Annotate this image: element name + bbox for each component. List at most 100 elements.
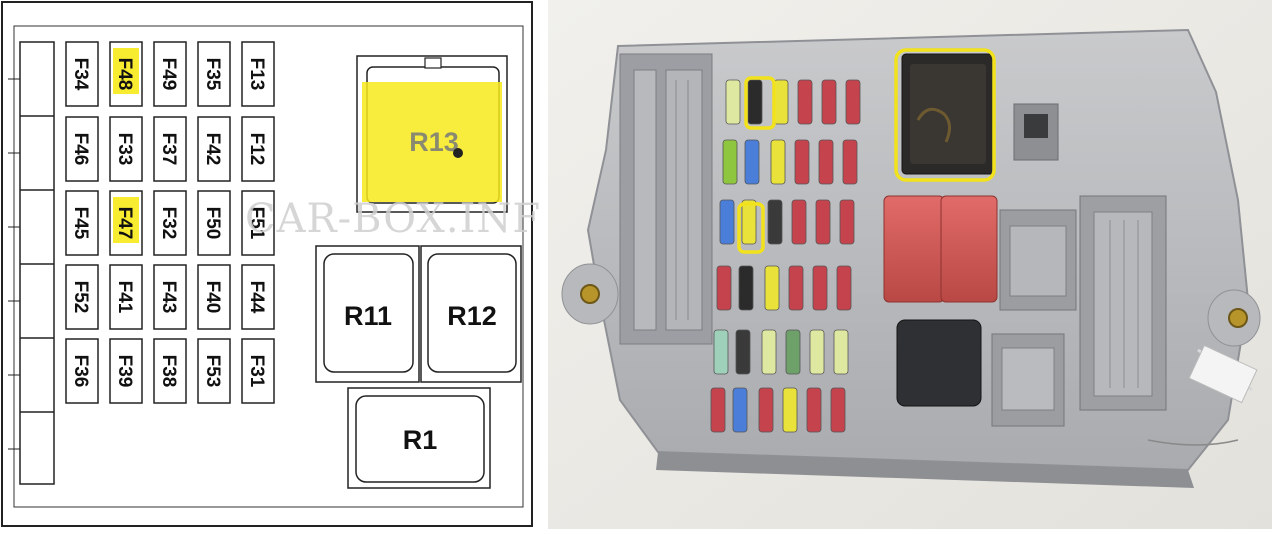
photo-fuse <box>713 329 729 375</box>
fuse-label: F13 <box>246 58 267 91</box>
black-relay-small <box>896 319 982 407</box>
fuse-label: F42 <box>202 133 223 166</box>
label-tag-wire <box>1147 344 1258 446</box>
left-connector-block <box>619 53 713 345</box>
photo-fuse <box>791 199 807 245</box>
fuse-f33: F33 <box>109 116 143 182</box>
photo-fuse <box>770 139 786 185</box>
fuse-label: F49 <box>158 58 179 91</box>
photo-fuse <box>722 139 738 185</box>
fuse-f44: F44 <box>241 264 275 330</box>
fuse-f53: F53 <box>197 338 231 404</box>
fuse-f39: F39 <box>109 338 143 404</box>
photo-fuse <box>710 387 726 433</box>
fuse-label: F33 <box>114 133 135 166</box>
fuse-label: F31 <box>246 355 267 388</box>
photo-fuse <box>830 387 846 433</box>
photo-fuse <box>741 199 757 245</box>
fuse-label: F32 <box>158 207 179 240</box>
fuse-f47: F47 <box>109 190 143 256</box>
fuse-label: F39 <box>114 355 135 388</box>
fuse-f34: F34 <box>65 41 99 107</box>
fuse-label: F48 <box>114 58 135 91</box>
photo-fuse <box>758 387 774 433</box>
relay-label-r1: R1 <box>403 425 438 455</box>
photo-fuse <box>719 199 735 245</box>
fuse-label: F34 <box>70 58 91 91</box>
photo-fuse-array <box>710 79 861 433</box>
photo-highlight-f47 <box>737 202 765 254</box>
photo-fuse <box>815 199 831 245</box>
fuse-f32: F32 <box>153 190 187 256</box>
photo-fuse <box>764 265 780 311</box>
black-relay-large <box>901 53 995 175</box>
watermark-text: CAR-BOX.INFO <box>245 196 540 242</box>
fuse-label: F36 <box>70 355 91 388</box>
fuse-f45: F45 <box>65 190 99 256</box>
photo-fuse <box>761 329 777 375</box>
fuse-label: F51 <box>246 207 267 240</box>
relay-label-r12: R12 <box>447 301 497 331</box>
fuse-label: F46 <box>70 133 91 166</box>
fuse-f42: F42 <box>197 116 231 182</box>
photo-fuse <box>842 139 858 185</box>
fuse-f48: F48 <box>109 41 143 107</box>
photo-fuse <box>738 265 754 311</box>
fuse-f12: F12 <box>241 116 275 182</box>
photo-fuse <box>767 199 783 245</box>
fuse-label: F44 <box>246 281 267 314</box>
photo-fuse <box>788 265 804 311</box>
fuse-f40: F40 <box>197 264 231 330</box>
photo-fuse <box>716 265 732 311</box>
relay-label-r11: R11 <box>344 301 392 331</box>
photo-fuse <box>794 139 810 185</box>
photo-fuse <box>785 329 801 375</box>
fuse-f41: F41 <box>109 264 143 330</box>
relay-r12: R12 <box>420 245 522 383</box>
fuse-f49: F49 <box>153 41 187 107</box>
relay-label-r13: R13 <box>409 127 459 157</box>
photo-fuse <box>782 387 798 433</box>
fuse-f37: F37 <box>153 116 187 182</box>
fuse-f50: F50 <box>197 190 231 256</box>
fuse-label: F50 <box>202 207 223 240</box>
fuse-label: F35 <box>202 58 223 91</box>
fuse-f51: F51 <box>241 190 275 256</box>
photo-fuse <box>839 199 855 245</box>
photo-fuse <box>735 329 751 375</box>
fuse-label: F40 <box>202 281 223 314</box>
fuse-label: F52 <box>70 281 91 314</box>
fuse-label: F47 <box>114 207 135 240</box>
fuse-label: F37 <box>158 133 179 166</box>
photo-highlight-f48 <box>744 76 776 130</box>
photo-fuse <box>747 79 763 125</box>
fuse-f31: F31 <box>241 338 275 404</box>
fuse-label: F53 <box>202 355 223 388</box>
fuse-f36: F36 <box>65 338 99 404</box>
photo-fuse <box>836 265 852 311</box>
photo-fuse <box>812 265 828 311</box>
photo-highlight-r13 <box>894 48 996 182</box>
relay-r11: R11 <box>315 245 420 383</box>
photo-fuse <box>797 79 813 125</box>
relay-r13: R13 <box>356 55 508 213</box>
photo-fuse <box>833 329 849 375</box>
fuse-f35: F35 <box>197 41 231 107</box>
fuse-label: F45 <box>70 207 91 240</box>
left-connector-strip <box>8 41 55 485</box>
photo-fuse <box>809 329 825 375</box>
relay-r1: R1 <box>347 387 491 489</box>
photo-fuse <box>818 139 834 185</box>
diagram-inner-frame <box>13 25 524 508</box>
r13-highlight <box>362 82 502 202</box>
right-connectors <box>991 103 1167 427</box>
fuse-f38: F38 <box>153 338 187 404</box>
fuse-f46: F46 <box>65 116 99 182</box>
red-relays <box>883 195 998 303</box>
photo-fuse <box>732 387 748 433</box>
fuse-box-photo <box>548 0 1272 529</box>
fuse-label: F12 <box>246 133 267 166</box>
photo-fuse <box>821 79 837 125</box>
